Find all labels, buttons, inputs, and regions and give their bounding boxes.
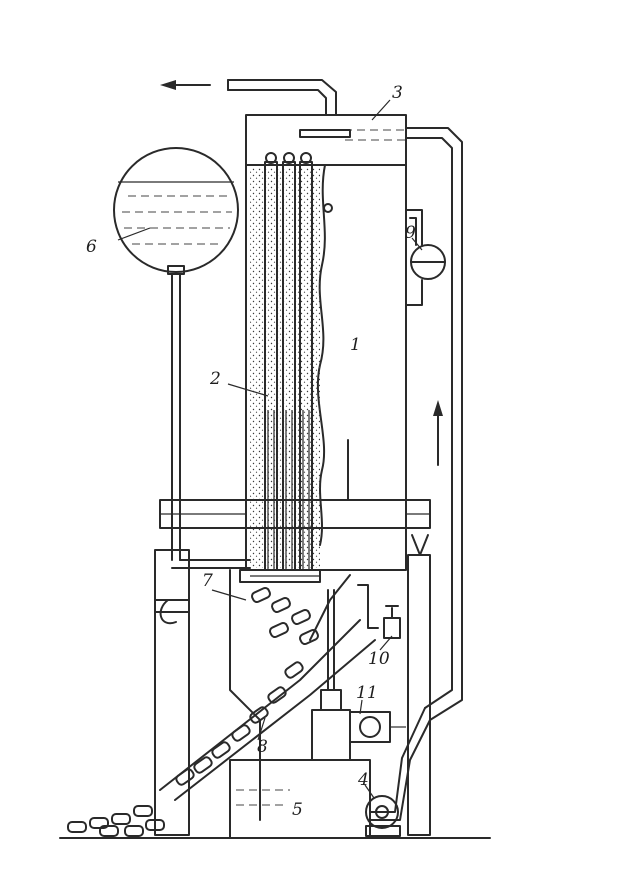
- column-inner-pipe: [339, 439, 349, 501]
- main-column: [245, 164, 407, 571]
- up-arrow-icon: [433, 400, 443, 466]
- packed-bed: [250, 168, 320, 568]
- label-10: 10: [368, 649, 390, 669]
- label-11: 11: [356, 683, 378, 703]
- outlet-arrow-icon: [160, 80, 211, 90]
- product-pieces: [67, 586, 319, 837]
- spherical-reservoir: [113, 147, 239, 275]
- pump-feed-pipe-inner: [369, 707, 426, 813]
- label-6: 6: [86, 237, 97, 257]
- left-support-frame: [154, 549, 190, 836]
- valve: [357, 584, 401, 639]
- label-4: 4: [357, 770, 369, 790]
- right-support-frame: [407, 534, 431, 836]
- label-9: 9: [405, 223, 416, 243]
- inclined-chute: [159, 619, 376, 801]
- collection-bin: [229, 759, 371, 839]
- drive-motor: [311, 589, 406, 761]
- return-pipe: [405, 127, 463, 721]
- gauge-instrument: [405, 209, 446, 306]
- leader-lines: [117, 99, 423, 799]
- pump: [365, 795, 401, 837]
- platform-beam: [159, 499, 431, 529]
- pump-feed-pipe: [369, 719, 431, 821]
- label-8: 8: [257, 737, 268, 757]
- bottom-hopper: [229, 569, 409, 821]
- label-3: 3: [392, 83, 403, 103]
- label-1: 1: [350, 335, 361, 355]
- outlet-pipe: [227, 79, 337, 116]
- reservoir-feed-pipe: [171, 273, 251, 569]
- label-5: 5: [292, 800, 303, 820]
- label-2: 2: [209, 369, 221, 389]
- top-tank: [245, 114, 407, 166]
- label-7: 7: [202, 571, 213, 591]
